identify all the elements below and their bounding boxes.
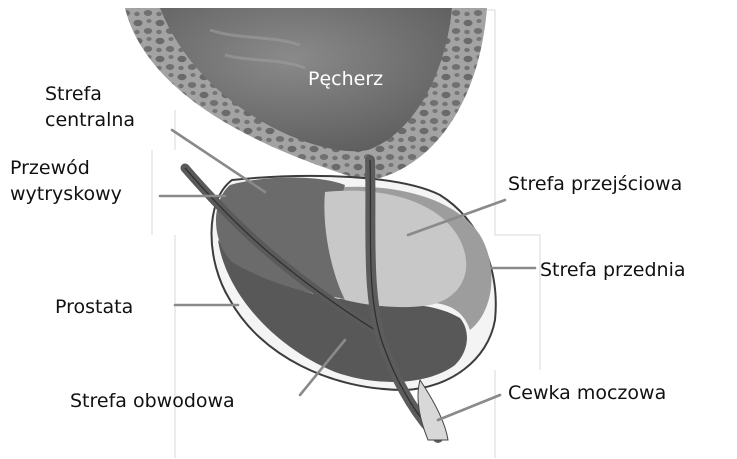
prostate-label: Prostata [55,296,133,318]
peripheral-zone-label: Strefa obwodowa [70,390,235,412]
central-zone-label-line2: centralna [45,109,135,131]
bladder [125,8,487,178]
urethra-tissue [418,380,448,440]
central-zone-label-line1: Strefa [45,83,102,105]
ejaculatory-duct-label-line1: Przewód [10,157,90,179]
urethra-label: Cewka moczowa [508,382,666,404]
ejaculatory-duct-label-line2: wytryskowy [10,183,122,205]
anterior-zone-label: Strefa przednia [540,259,686,281]
leader-urethra [438,395,500,420]
transition-zone-label: Strefa przejściowa [508,173,682,195]
bladder-label: Pęcherz [308,68,383,90]
leader-central-zone [172,130,265,192]
